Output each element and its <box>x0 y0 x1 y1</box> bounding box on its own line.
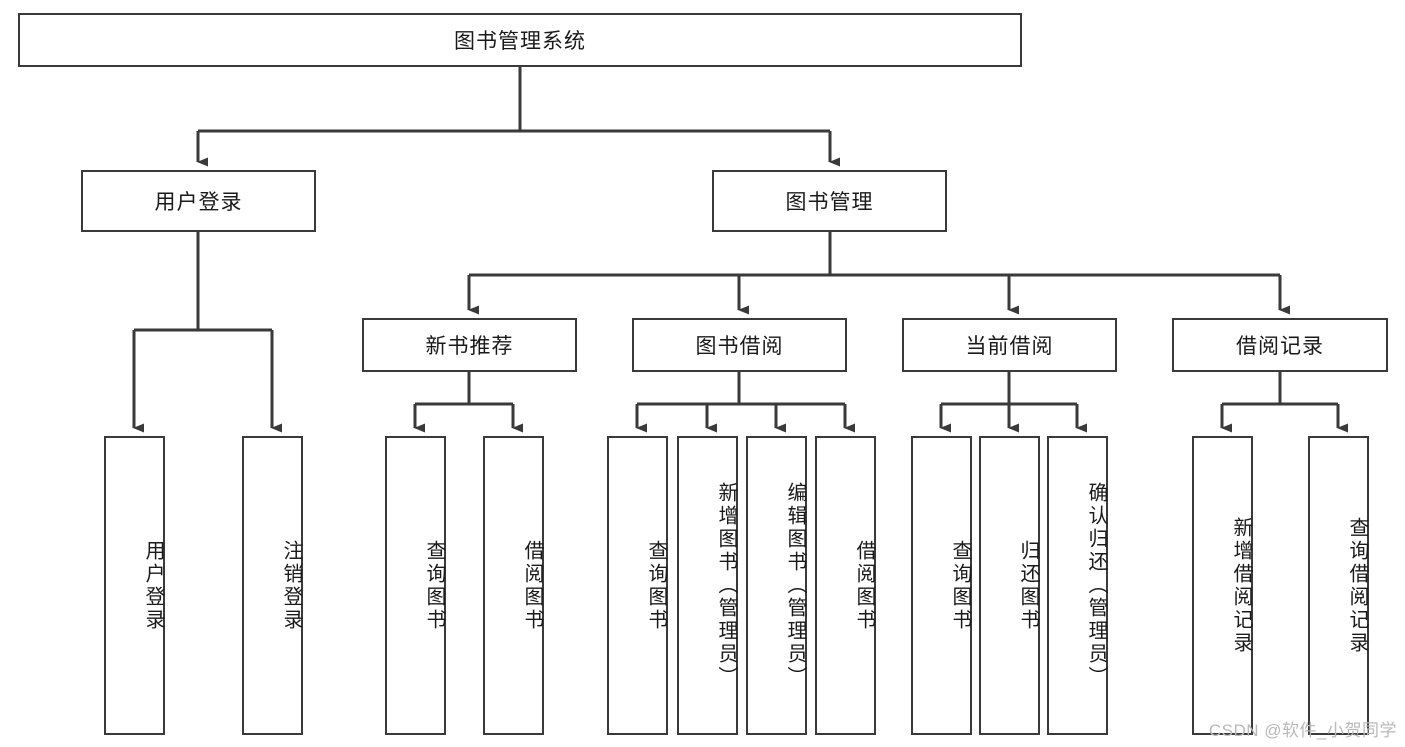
node-root-system[interactable]: 图书管理系统 <box>18 13 1022 67</box>
node-label: 注销登录 <box>280 539 302 632</box>
node-label: 图书借阅 <box>695 335 784 358</box>
leaf-user-login-signin[interactable]: 用户登录 <box>104 436 165 735</box>
leaf-borrow-edit-book[interactable]: 编辑图书（管理员） <box>746 436 807 735</box>
leaf-recommend-borrow-book[interactable]: 借阅图书 <box>483 436 544 735</box>
node-borrow-record[interactable]: 借阅记录 <box>1172 318 1388 372</box>
node-label: 借阅图书 <box>853 539 875 632</box>
node-label: 当前借阅 <box>965 335 1054 358</box>
node-new-book-recommend[interactable]: 新书推荐 <box>362 318 577 372</box>
node-label: 查询图书 <box>645 539 667 632</box>
leaf-record-add-record[interactable]: 新增借阅记录 <box>1192 436 1253 735</box>
leaf-recommend-query-book[interactable]: 查询图书 <box>385 436 446 735</box>
node-label: 查询借阅记录 <box>1346 516 1368 655</box>
leaf-borrow-add-book[interactable]: 新增图书（管理员） <box>677 436 738 735</box>
node-current-borrow[interactable]: 当前借阅 <box>902 318 1117 372</box>
leaf-borrow-borrow-book[interactable]: 借阅图书 <box>815 436 876 735</box>
node-label: 图书管理 <box>785 191 874 214</box>
node-book-management[interactable]: 图书管理 <box>712 170 947 232</box>
node-label: 确认归还（管理员） <box>1085 482 1107 689</box>
node-label: 新书推荐 <box>425 335 514 358</box>
leaf-current-return-book[interactable]: 归还图书 <box>979 436 1040 735</box>
csdn-watermark: CSDN @软件_小贺同学 <box>1208 721 1397 740</box>
node-label: 新增借阅记录 <box>1230 516 1252 655</box>
leaf-current-confirm-return[interactable]: 确认归还（管理员） <box>1047 436 1108 735</box>
leaf-borrow-query-book[interactable]: 查询图书 <box>607 436 668 735</box>
leaf-record-query-record[interactable]: 查询借阅记录 <box>1308 436 1369 735</box>
node-label: 借阅图书 <box>521 539 543 632</box>
node-label: 图书管理系统 <box>454 30 586 53</box>
node-label: 用户登录 <box>154 191 243 214</box>
node-label: 查询图书 <box>949 539 971 632</box>
node-label: 查询图书 <box>423 539 445 632</box>
node-label: 用户登录 <box>142 539 164 632</box>
node-label: 归还图书 <box>1017 539 1039 632</box>
node-label: 新增图书（管理员） <box>715 482 737 689</box>
node-book-borrow[interactable]: 图书借阅 <box>632 318 847 372</box>
node-user-login[interactable]: 用户登录 <box>81 170 316 232</box>
node-label: 借阅记录 <box>1236 335 1324 358</box>
leaf-current-query-book[interactable]: 查询图书 <box>911 436 972 735</box>
node-label: 编辑图书（管理员） <box>784 482 806 689</box>
leaf-user-login-signout[interactable]: 注销登录 <box>242 436 303 735</box>
